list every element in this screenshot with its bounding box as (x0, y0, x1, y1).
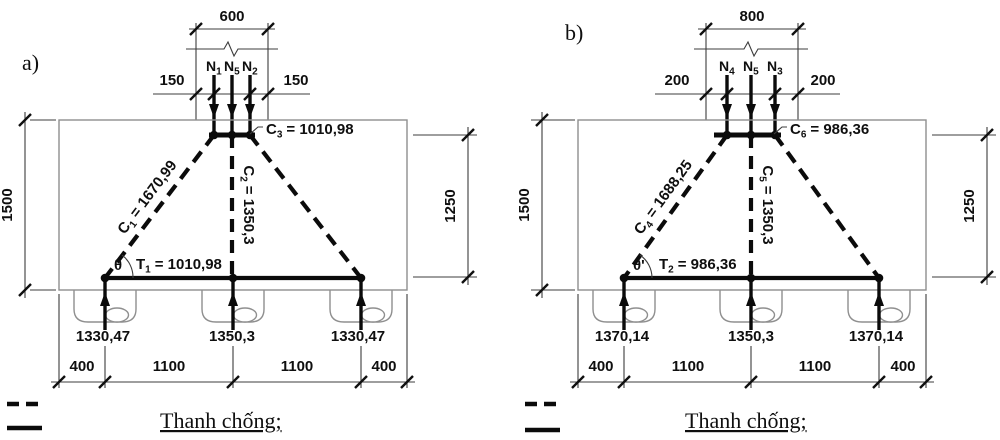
leader-c6 (773, 126, 787, 135)
legend-label-strut: Thanh chống; (160, 408, 282, 433)
reaction-value: 1330,47 (76, 328, 130, 345)
load-n4: N4 (719, 58, 735, 78)
diagonal-strut-right (248, 133, 363, 280)
reaction-value: 1350,3 (209, 328, 255, 345)
legend: Thanh chống; Thanh chống; (7, 401, 807, 433)
load-n2: N2 (242, 58, 258, 78)
reaction-arrows-b (619, 280, 884, 330)
svg-text:400: 400 (588, 358, 613, 375)
dim-800: 800 (739, 8, 764, 25)
angle-label-theta: θ (114, 257, 122, 274)
leader-c3 (249, 126, 263, 135)
load-n1: N1 (206, 58, 222, 78)
reaction-value: 1370,14 (595, 328, 650, 345)
dim-lever-arm-b: 1250 (932, 127, 996, 285)
svg-text:400: 400 (890, 358, 915, 375)
pile-section-ellipse (878, 307, 904, 323)
legend-left: Thanh chống; (7, 401, 282, 433)
pile-section-ellipse (104, 307, 130, 323)
reaction-value: 1330,47 (331, 328, 385, 345)
pile-section-ellipse (750, 307, 776, 323)
dim-bottom-a: 400 1100 1100 400 (51, 294, 415, 389)
dim-200-left: 200 (664, 72, 689, 89)
svg-text:1100: 1100 (153, 358, 186, 375)
svg-text:1100: 1100 (672, 358, 705, 375)
pile-section-ellipse (360, 307, 386, 323)
dim-column-width-a: 600 (189, 8, 275, 36)
angle-arc (121, 254, 134, 279)
diagonal-strut-left (622, 133, 729, 280)
column-outline-b (694, 23, 808, 120)
load-n3: N3 (767, 58, 783, 78)
dim-height-b: 1500 (516, 112, 575, 298)
svg-text:1100: 1100 (281, 358, 314, 375)
diagonal-strut-right (773, 133, 881, 280)
pile-section-ellipse (623, 307, 649, 323)
load-n5: N5 (743, 58, 759, 78)
force-label-c6: C6= 986,36 (790, 121, 869, 141)
force-label-t1: T1= 1010,98 (136, 256, 222, 276)
dim-1250: 1250 (961, 189, 978, 222)
reaction-value: 1350,3 (728, 328, 774, 345)
truss-members-b (619, 130, 884, 283)
force-label-c4: C4= 1688,25 (631, 157, 698, 239)
truss-members-a (100, 130, 366, 283)
dim-1500: 1500 (516, 188, 533, 221)
dim-height-a: 1500 (0, 112, 56, 298)
dim-1250: 1250 (442, 189, 459, 222)
load-arrows-a (209, 75, 255, 134)
dim-1500: 1500 (0, 188, 16, 221)
diagonal-strut-left (103, 133, 216, 280)
force-label-c2: C2= 1350,3 (238, 165, 258, 244)
dim-lever-arm-a: 1250 (413, 127, 477, 285)
dim-load-offsets-b: 200 200 (655, 72, 840, 101)
column-break-line (186, 40, 278, 58)
column-outline-a (186, 23, 278, 120)
angle-label-theta-prime: θ' (633, 257, 645, 274)
dim-bottom-b: 400 1100 1100 400 (570, 294, 934, 389)
column-break-line (694, 40, 808, 58)
dim-600: 600 (219, 8, 244, 25)
reaction-arrows-a (100, 280, 366, 330)
svg-text:400: 400 (371, 358, 396, 375)
panel-a: a) 600 150 150 N1 N5 N2 (0, 8, 477, 389)
force-label-c1: C1= 1670,99 (114, 157, 182, 239)
legend-label-strut: Thanh chống; (685, 408, 807, 433)
dim-column-width-b: 800 (698, 8, 806, 36)
svg-text:1100: 1100 (799, 358, 832, 375)
dim-150-right: 150 (283, 72, 308, 89)
dim-load-offsets-a: 150 150 (153, 72, 310, 101)
dim-200-right: 200 (810, 72, 835, 89)
load-labels-a: N1 N5 N2 (206, 58, 258, 78)
load-arrows-b (722, 75, 780, 134)
load-n5: N5 (224, 58, 240, 78)
panel-b: b) 800 200 200 N4 N5 N3 (516, 8, 996, 389)
force-label-t2: T2= 986,36 (659, 256, 737, 276)
legend-right: Thanh chống; (525, 401, 807, 433)
dim-150-left: 150 (159, 72, 184, 89)
force-label-c3: C3= 1010,98 (266, 121, 354, 141)
load-labels-b: N4 N5 N3 (719, 58, 783, 78)
reaction-labels-a: 1330,47 1350,3 1330,47 (76, 328, 385, 345)
force-label-c5: C5= 1350,3 (757, 165, 777, 244)
panel-a-label: a) (22, 50, 39, 75)
panel-b-label: b) (565, 20, 583, 45)
reaction-value: 1370,14 (849, 328, 904, 345)
svg-text:400: 400 (69, 358, 94, 375)
reaction-labels-b: 1370,14 1350,3 1370,14 (595, 328, 904, 345)
angle-arc (639, 254, 653, 279)
pile-section-ellipse (232, 307, 258, 323)
